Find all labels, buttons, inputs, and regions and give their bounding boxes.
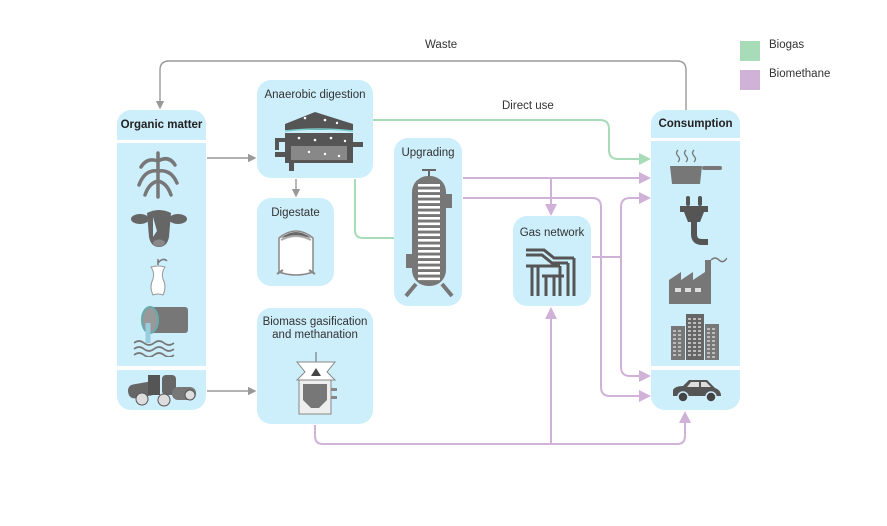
fertilizer-sack-icon bbox=[276, 230, 316, 276]
legend-label-biomethane: Biomethane bbox=[769, 68, 831, 80]
upgrading-column-icon bbox=[404, 169, 454, 298]
legend-label-biogas: Biogas bbox=[769, 39, 805, 51]
biomass-gasification-title-line1: Biomass gasification bbox=[262, 316, 368, 328]
gas-network-title: Gas network bbox=[519, 227, 585, 239]
flow-gas-network-to-transport bbox=[620, 257, 651, 382]
digester-icon bbox=[275, 112, 363, 171]
factory-icon bbox=[669, 257, 727, 304]
node-biomass-gasification: Biomass gasification and methanation bbox=[257, 308, 373, 424]
gasifier-icon bbox=[295, 352, 337, 415]
crop-plant-icon bbox=[137, 151, 179, 199]
organic-matter-title: Organic matter bbox=[120, 119, 203, 131]
wood-logs-icon bbox=[127, 375, 196, 407]
node-digestate: Digestate bbox=[257, 198, 334, 286]
digestate-title: Digestate bbox=[271, 207, 320, 219]
car-icon bbox=[673, 380, 721, 403]
direct-use-label: Direct use bbox=[502, 100, 554, 112]
flow-digestion-to-upgrading bbox=[354, 179, 395, 239]
flow-gas-network-to-consumption bbox=[620, 192, 651, 257]
electric-plug-icon bbox=[680, 196, 708, 245]
waste-label: Waste bbox=[425, 39, 458, 51]
cooking-pot-icon bbox=[670, 149, 722, 184]
buildings-icon bbox=[671, 314, 719, 360]
upgrading-title: Upgrading bbox=[401, 147, 455, 159]
organic-matter-header: Organic matter bbox=[117, 110, 206, 140]
anaerobic-digestion-title: Anaerobic digestion bbox=[264, 89, 366, 101]
consumption-header: Consumption bbox=[651, 110, 740, 138]
apple-core-icon bbox=[150, 258, 168, 296]
legend-swatch-biomethane bbox=[740, 70, 760, 90]
pipeline-network-icon bbox=[526, 248, 576, 296]
flow-gasification-to-transport bbox=[314, 411, 691, 445]
biomass-gasification-title-line2: and methanation bbox=[272, 329, 358, 341]
node-upgrading: Upgrading bbox=[394, 138, 462, 306]
wastewater-pipe-icon bbox=[133, 306, 188, 357]
flow-upgrading-to-transport bbox=[463, 197, 651, 402]
node-anaerobic-digestion: Anaerobic digestion bbox=[257, 80, 373, 178]
legend-swatch-biogas bbox=[740, 41, 760, 61]
consumption-title: Consumption bbox=[658, 118, 733, 130]
node-gas-network: Gas network bbox=[513, 216, 591, 306]
cow-icon bbox=[131, 210, 187, 247]
flow-direct-use bbox=[373, 119, 651, 165]
flow-waste bbox=[155, 60, 687, 110]
